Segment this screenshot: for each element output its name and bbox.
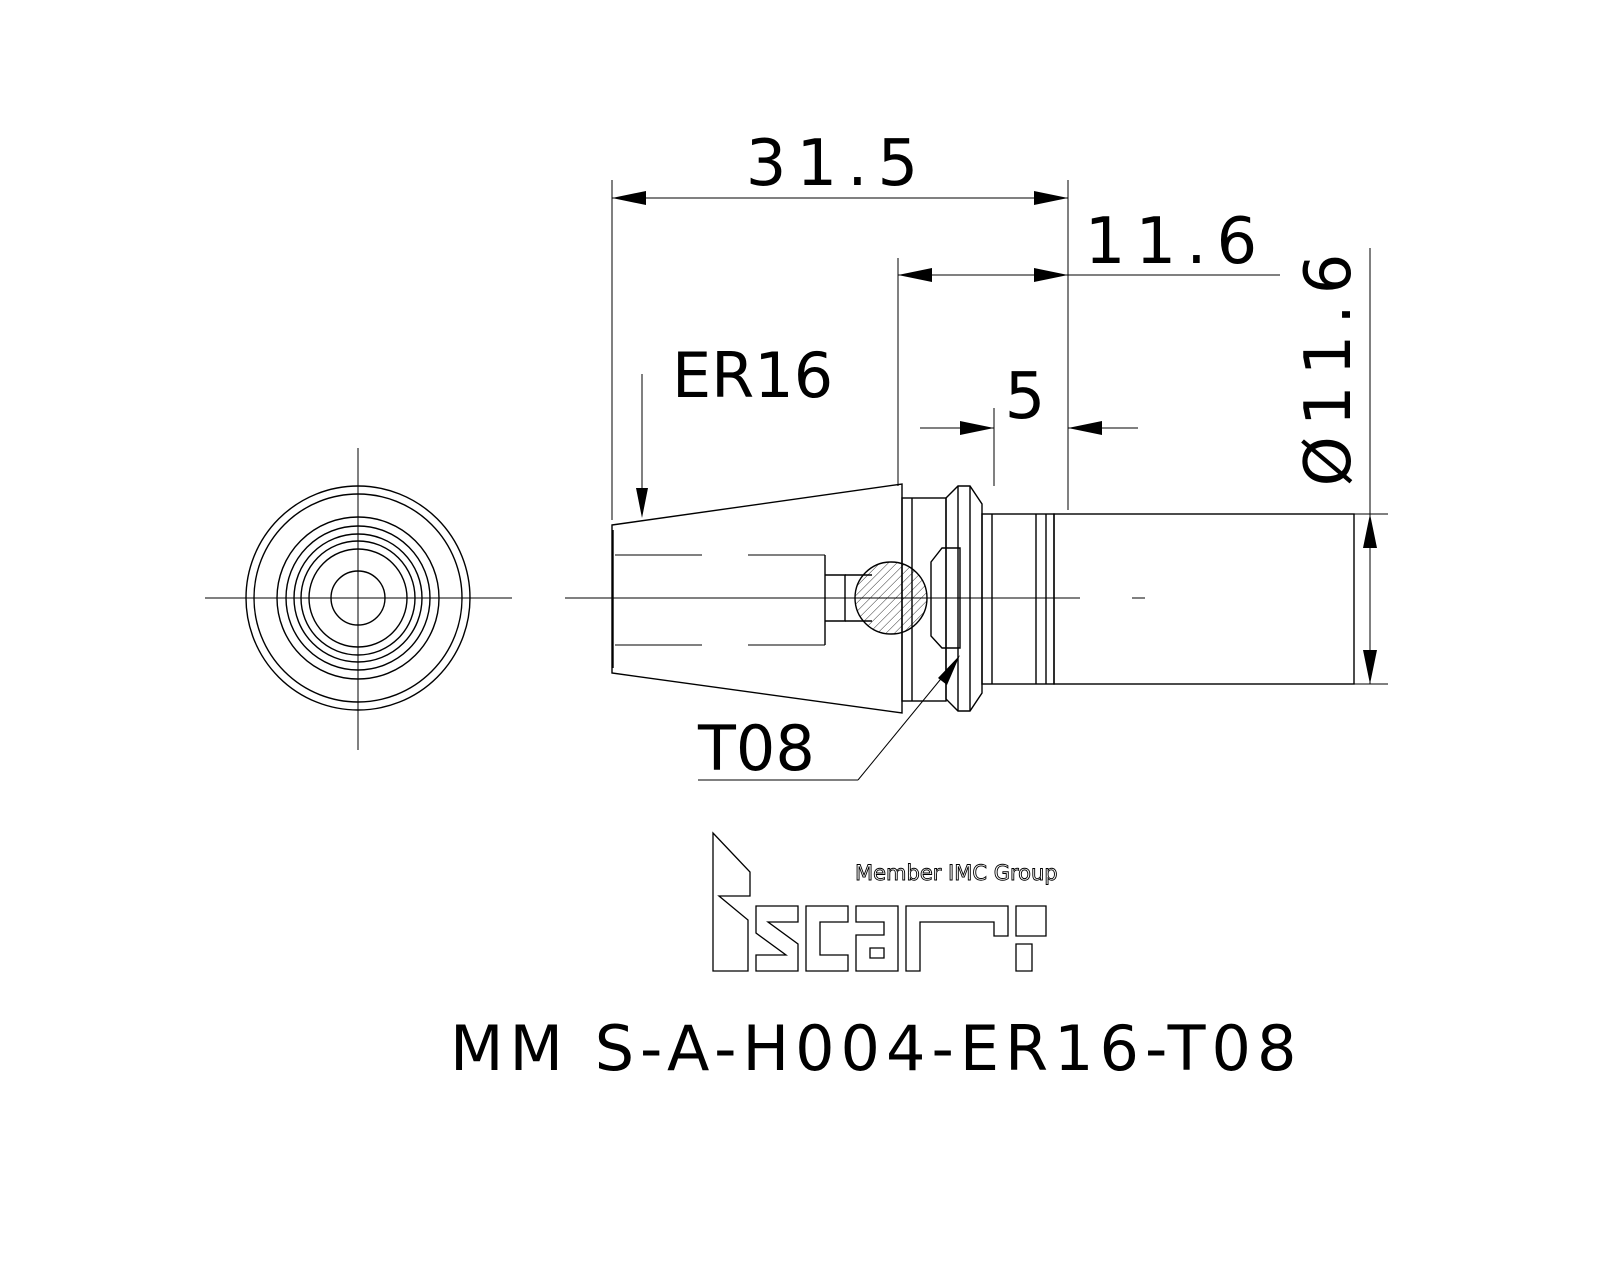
label-er16: ER16 [636, 339, 833, 518]
label-er16-text: ER16 [672, 339, 833, 412]
dimension-diameter: Ø11.6 [1054, 244, 1388, 685]
end-view [205, 448, 512, 750]
dimension-groove-width: 5 [920, 360, 1138, 486]
dimension-overall-length-text: 31.5 [746, 127, 929, 201]
dimension-groove-width-text: 5 [1005, 360, 1056, 434]
dimension-shank-length-text: 11.6 [1085, 205, 1268, 279]
label-t08: T08 [697, 655, 960, 785]
dimension-diameter-text: Ø11.6 [1292, 244, 1366, 487]
dimension-overall-length: 31.5 [611, 127, 1069, 520]
side-view [565, 483, 1355, 714]
dimension-shank-length: 11.6 [897, 205, 1280, 486]
iscar-logo: Member IMC Group [712, 831, 1058, 972]
label-t08-text: T08 [697, 712, 815, 785]
logo-tagline: Member IMC Group [855, 861, 1058, 885]
part-number: MM S-A-H004-ER16-T08 [450, 1012, 1302, 1085]
